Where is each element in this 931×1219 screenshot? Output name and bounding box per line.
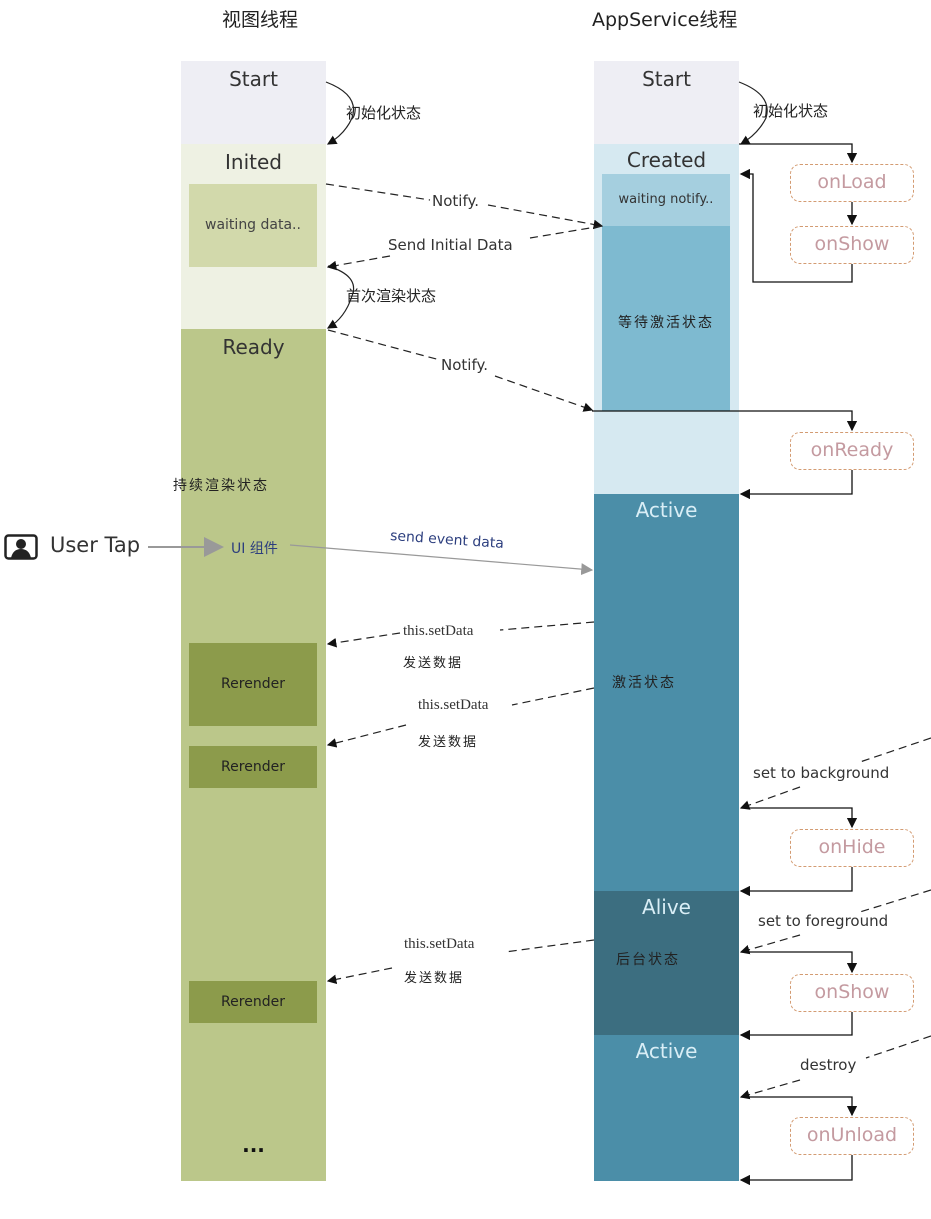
set-to-foreground-label: set to foreground [758,912,889,930]
service-alive-label: Alive [642,895,691,919]
hook-onready: onReady [790,432,914,470]
onunload-flow [741,1096,858,1117]
set-data-3-label: this.setData [404,936,475,952]
notify-1-arrow [325,183,602,226]
waiting-activate-label: 等待激活状态 [618,315,714,331]
onready-back-flow [739,470,853,500]
first-render-label: 首次渲染状态 [346,287,437,305]
background-state-label: 后台状态 [616,952,680,968]
notify-1-label: Notify. [432,192,479,210]
onunload-back-flow [739,1155,853,1186]
rerender-block-1: Rerender [189,643,317,726]
send-initial-data-arrow [328,225,603,267]
destroy-label: destroy [800,1056,857,1074]
service-state-alive: Alive 后台状态 [594,891,739,1035]
service-state-active-2: Active [594,1035,739,1181]
view-inited-label: Inited [225,150,282,174]
set-data-1-arrow [328,621,595,644]
onready-flow [592,410,858,432]
ellipsis-label: ... [242,1133,265,1157]
init-view-label: 初始化状态 [346,104,422,122]
send-data-2-label: 发送数据 [418,735,479,750]
waiting-activate-block: 等待激活状态 [602,226,730,411]
hook-onhide: onHide [790,829,914,867]
set-data-1-label: this.setData [403,623,474,639]
service-created-label: Created [626,148,707,172]
set-data-2-label: this.setData [418,697,489,713]
view-thread-title: 视图线程 [222,9,299,31]
send-data-3-label: 发送数据 [404,971,465,986]
waiting-data-block: waiting data.. [189,184,317,267]
onhide-flow [741,807,858,829]
notify-2-arrow [327,329,592,410]
onshow-2-back-flow [739,1012,853,1041]
app-service-thread-title: AppService线程 [592,9,738,31]
continuous-render-label: 持续渲染状态 [173,478,269,494]
service-state-active-1: Active 激活状态 [594,494,739,891]
onshow-2-flow [741,951,858,974]
send-event-data-arrow [289,544,594,576]
onload-flow [739,143,858,164]
destroy-arrow [741,1035,931,1097]
user-tap-label: User Tap [50,533,141,557]
view-state-start: Start [181,61,326,144]
set-data-3-arrow [328,939,595,981]
ui-component-label[interactable]: UI 组件 [231,541,278,557]
send-initial-data-label: Send Initial Data [388,236,513,254]
set-to-background-arrow [741,737,931,808]
init-service-arrow [738,81,768,145]
rerender-block-2: Rerender [189,746,317,788]
init-service-label: 初始化状态 [753,102,829,120]
set-to-background-label: set to background [753,764,890,782]
init-view-arrow [325,81,354,145]
view-ready-label: Ready [222,335,285,359]
rerender-block-3: Rerender [189,981,317,1023]
service-state-start: Start [594,61,739,144]
set-data-2-arrow [328,687,595,745]
set-to-foreground-arrow [741,889,931,952]
waiting-notify-block: waiting notify.. [602,174,730,226]
service-active-2-label: Active [635,1039,698,1063]
user-portrait-icon [4,534,38,560]
send-data-1-label: 发送数据 [403,656,464,671]
service-active-1-label: Active [635,498,698,522]
view-state-inited: Inited waiting data.. [181,144,326,329]
service-start-label: Start [642,67,691,91]
onshow-back-flow [739,168,853,283]
active-state-label: 激活状态 [612,675,676,691]
notify-2-label: Notify. [441,356,488,374]
hook-onload: onLoad [790,164,914,202]
hook-onunload: onUnload [790,1117,914,1155]
hook-onshow-1: onShow [790,226,914,264]
onhide-back-flow [739,867,853,897]
first-render-arrow [326,265,355,329]
service-state-created: Created waiting notify.. 等待激活状态 [594,144,739,494]
view-state-ready: Ready 持续渲染状态 UI 组件 Rerender Rerender Rer… [173,329,326,1181]
hook-onshow-2: onShow [790,974,914,1012]
view-start-label: Start [229,67,278,91]
